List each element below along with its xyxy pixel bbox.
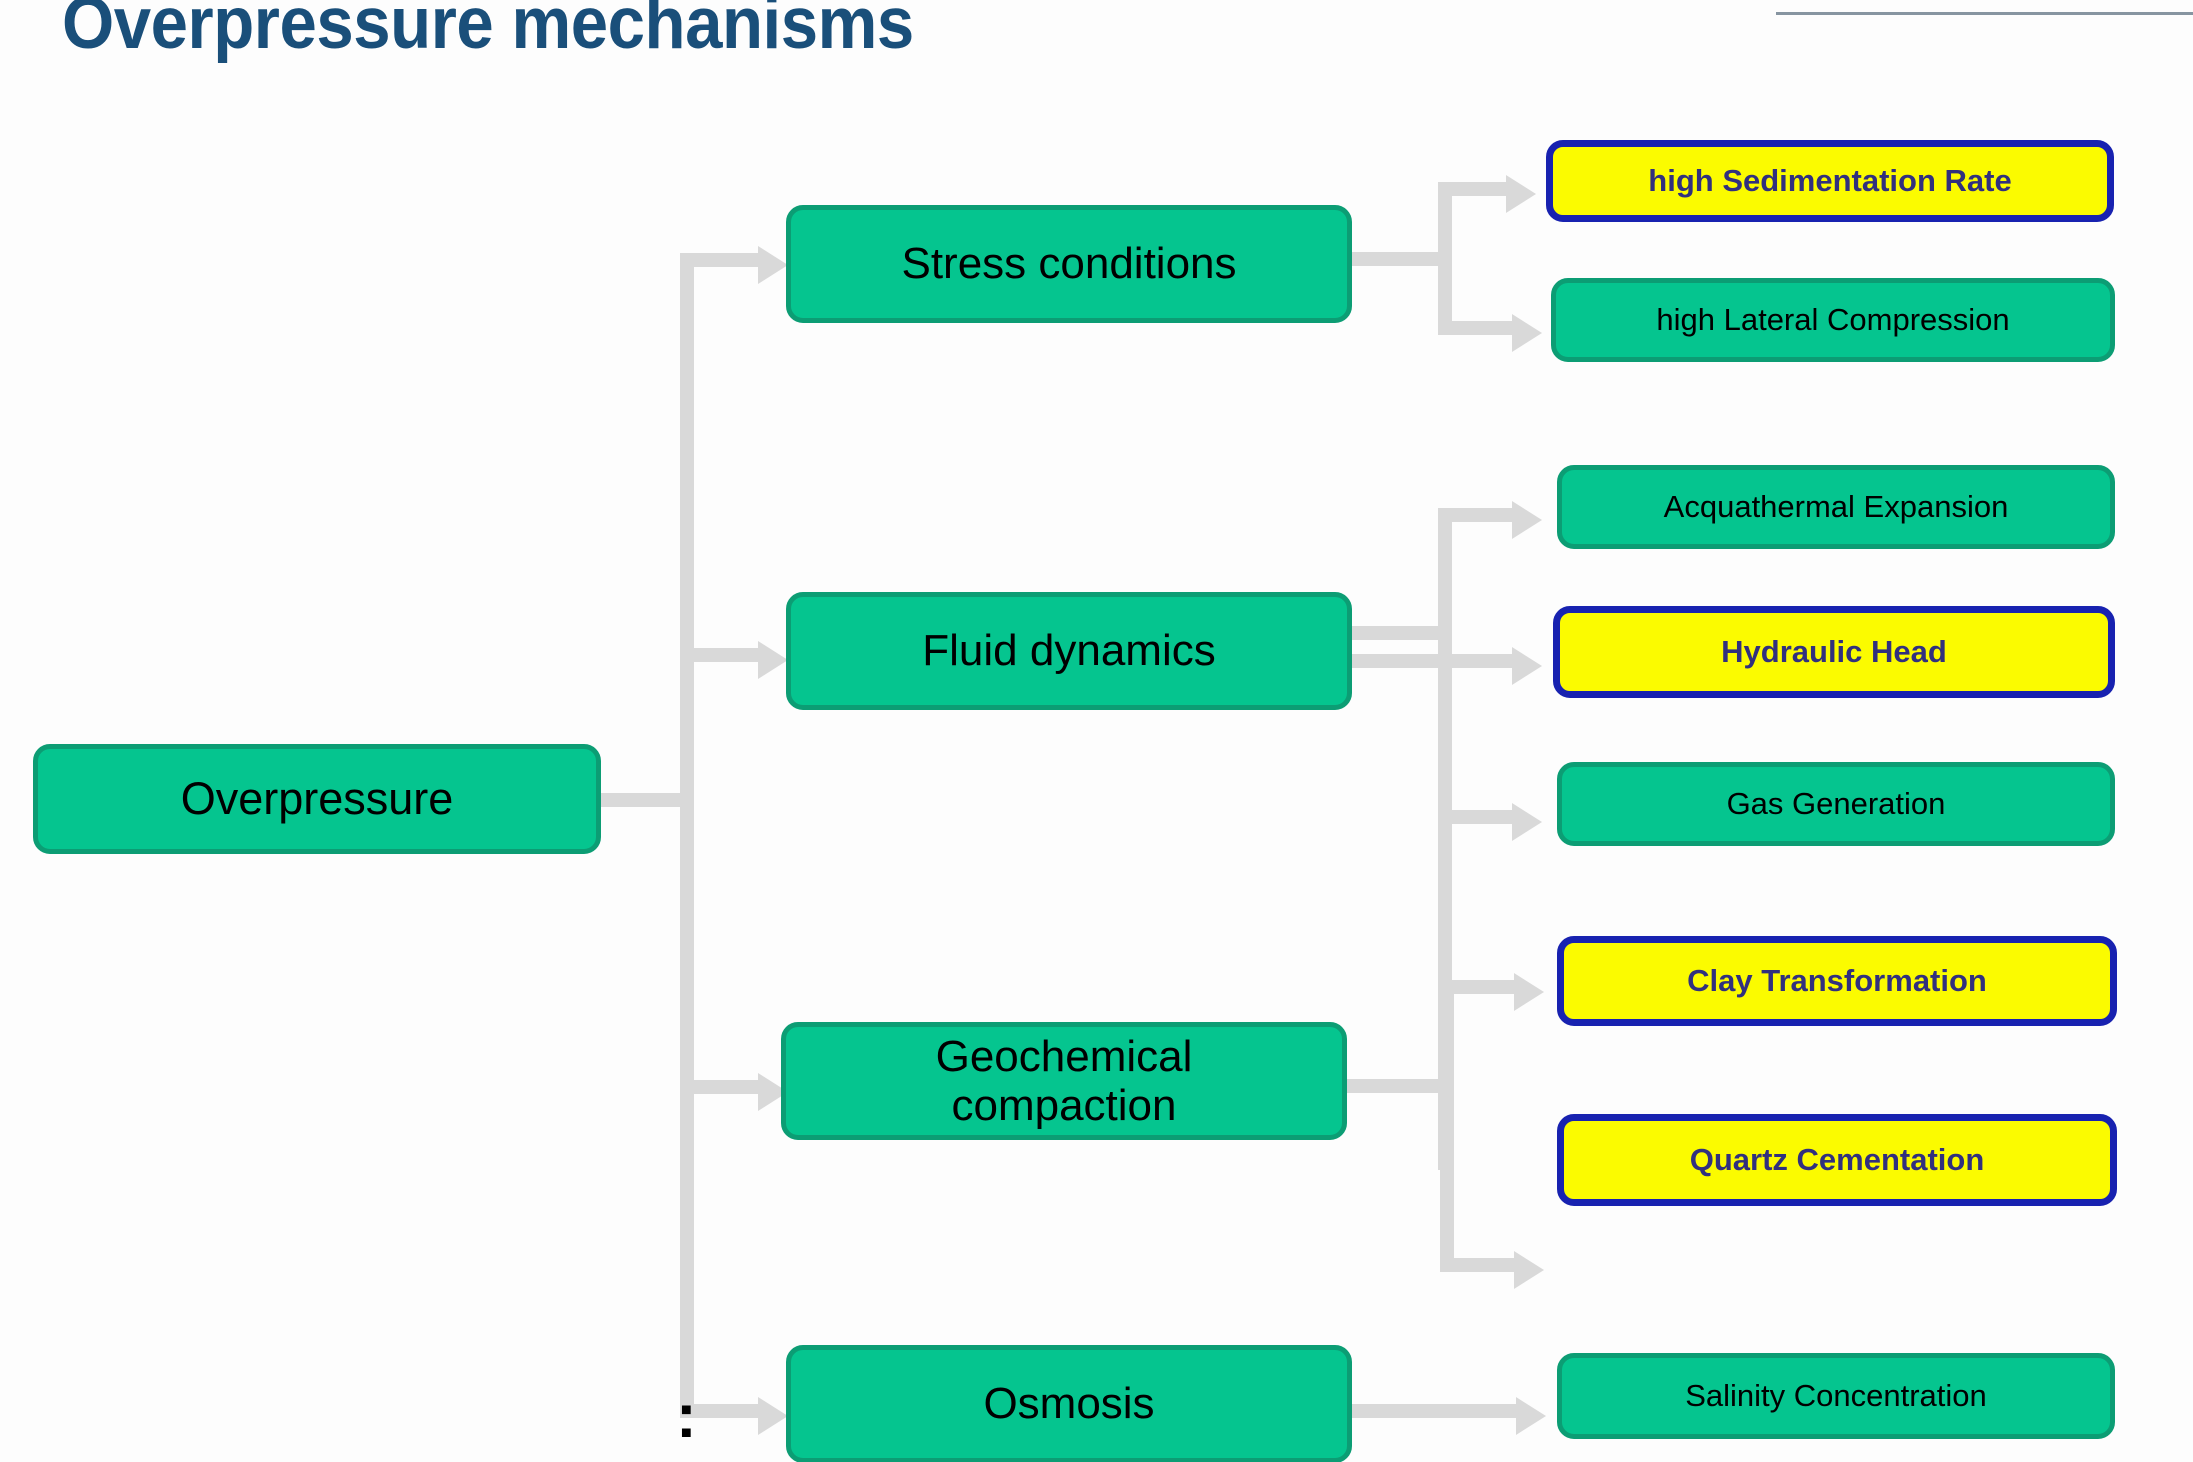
page-title: Overpressure mechanisms	[62, 0, 914, 64]
arrow-to-stress-conditions	[758, 246, 788, 284]
node-label: Overpressure	[180, 772, 454, 824]
connector-stress-to-sedrate	[1438, 182, 1510, 196]
node-salinity-concentration[interactable]: Salinity Concentration	[1557, 1353, 2115, 1439]
connector-fluid-stub-upper	[1342, 626, 1452, 640]
connector-spine-to-geochemical	[680, 1080, 762, 1094]
connector-fluid-to-gas	[1438, 810, 1516, 824]
arrow-to-gas-generation	[1512, 803, 1542, 841]
node-high-lateral-compression[interactable]: high Lateral Compression	[1551, 278, 2115, 362]
connector-stress-spine	[1438, 182, 1452, 335]
connector-spine-to-fluid	[680, 648, 762, 662]
node-label: Fluid dynamics	[922, 626, 1216, 676]
node-hydraulic-head[interactable]: Hydraulic Head	[1553, 606, 2115, 698]
arrow-to-fluid-dynamics	[758, 641, 788, 679]
connector-geochemical-to-quartz	[1440, 1258, 1518, 1272]
node-label: Osmosis	[983, 1379, 1155, 1429]
connector-stress-to-lateral	[1438, 321, 1516, 335]
node-gas-generation[interactable]: Gas Generation	[1557, 762, 2115, 846]
node-stress-conditions[interactable]: Stress conditions	[786, 205, 1352, 323]
arrow-to-quartz-cementation	[1514, 1251, 1544, 1289]
connector-spine-to-stress	[680, 253, 762, 267]
connector-root-stub	[600, 793, 694, 807]
arrow-to-high-sedimentation-rate	[1506, 175, 1536, 213]
connector-stress-stub	[1342, 252, 1452, 266]
arrow-to-osmosis	[758, 1397, 788, 1435]
header-divider-rule	[1776, 12, 2193, 15]
node-label: Hydraulic Head	[1721, 633, 1947, 669]
arrow-to-clay-transformation	[1514, 973, 1544, 1011]
connector-fluid-to-acquathermal	[1438, 508, 1516, 522]
connector-geochemical-spine	[1440, 980, 1454, 1272]
node-acquathermal-expansion[interactable]: Acquathermal Expansion	[1557, 465, 2115, 549]
node-label-multiline: Geochemical compaction	[936, 1032, 1193, 1131]
node-osmosis[interactable]: Osmosis	[786, 1345, 1352, 1462]
arrow-to-acquathermal-expansion	[1512, 501, 1542, 539]
node-fluid-dynamics[interactable]: Fluid dynamics	[786, 592, 1352, 710]
connector-osmosis-to-salinity	[1342, 1404, 1520, 1418]
node-label: high Lateral Compression	[1656, 301, 2010, 337]
node-label-line2: compaction	[951, 1081, 1177, 1130]
connector-geochemical-to-clay	[1440, 980, 1518, 994]
node-label: Quartz Cementation	[1689, 1141, 1985, 1177]
stray-colon-glyph: :	[676, 1382, 697, 1451]
node-label: Stress conditions	[901, 239, 1237, 289]
node-label-line1: Geochemical	[935, 1031, 1193, 1081]
arrow-to-salinity-concentration	[1516, 1397, 1546, 1435]
node-quartz-cementation[interactable]: Quartz Cementation	[1557, 1114, 2117, 1206]
connector-fluid-to-hydraulic	[1438, 654, 1516, 668]
node-clay-transformation[interactable]: Clay Transformation	[1557, 936, 2117, 1026]
arrow-to-high-lateral-compression	[1512, 314, 1542, 352]
node-label: high Sedimentation Rate	[1648, 162, 2012, 198]
node-label: Gas Generation	[1726, 785, 1946, 821]
node-label: Clay Transformation	[1687, 962, 1987, 998]
arrow-to-hydraulic-head	[1512, 647, 1542, 685]
node-label: Salinity Concentration	[1685, 1377, 1987, 1413]
connector-root-spine	[680, 253, 694, 1411]
node-label: Acquathermal Expansion	[1663, 488, 2009, 524]
node-overpressure[interactable]: Overpressure	[33, 744, 601, 854]
node-geochemical-compaction[interactable]: Geochemical compaction	[781, 1022, 1347, 1140]
node-high-sedimentation-rate[interactable]: high Sedimentation Rate	[1546, 140, 2114, 222]
connector-geochemical-stub	[1340, 1079, 1452, 1093]
connector-spine-to-osmosis	[680, 1404, 762, 1418]
